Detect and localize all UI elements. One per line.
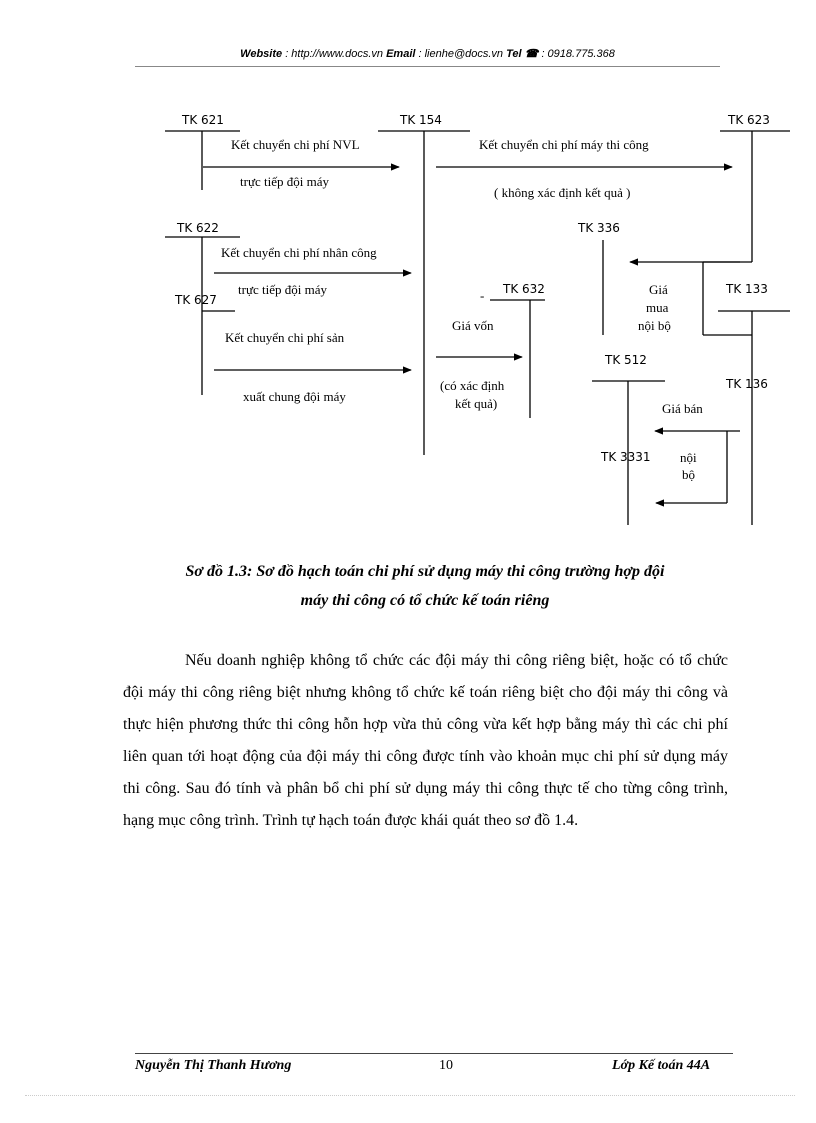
label-dash: -	[480, 288, 485, 303]
label-mtc-line2: ( không xác định kết quả )	[494, 185, 631, 200]
figure-caption-line1: Sơ đồ 1.3: Sơ đồ hạch toán chi phí sử dụ…	[185, 563, 665, 580]
label-sx-line1: Kết chuyển chi phí sản	[225, 330, 345, 345]
label-sx-line2: xuất chung đội máy	[243, 389, 346, 404]
label-co-xac-dinh-line1: (có xác định	[440, 378, 505, 393]
body-paragraph: Nếu doanh nghiệp không tổ chức các đội m…	[123, 652, 728, 829]
page-bottom-dotted-line	[25, 1095, 795, 1096]
tk154-label: TK 154	[400, 113, 442, 127]
website-value: : http://www.docs.vn	[285, 48, 384, 60]
tk336-label: TK 336	[578, 221, 620, 235]
label-nc-line1: Kết chuyển chi phí nhân công	[221, 245, 377, 260]
website-label: Website	[240, 48, 283, 60]
tk627-label: TK 627	[175, 293, 217, 307]
label-nvl-line1: Kết chuyển chi phí NVL	[231, 137, 360, 152]
footer-author: Nguyễn Thị Thanh Hương	[135, 1058, 292, 1073]
label-co-xac-dinh-line2: kết quả)	[455, 396, 498, 411]
label-mua: mua	[646, 300, 669, 315]
phone-icon: ☎	[524, 48, 539, 60]
tk3331-label: TK 3331	[601, 450, 651, 464]
footer-rule	[135, 1053, 733, 1054]
tel-label: Tel	[506, 48, 522, 60]
label-gia-ban: Giá bán	[662, 401, 703, 416]
accounting-diagram	[165, 130, 790, 525]
tk621-label: TK 621	[182, 113, 224, 127]
label-gia: Giá	[649, 282, 668, 297]
page-number: 10	[439, 1058, 453, 1073]
label-nvl-line2: trực tiếp đội máy	[240, 174, 329, 189]
label-nc-line2: trực tiếp đội máy	[238, 282, 327, 297]
footer-class: Lớp Kế toán 44A	[612, 1058, 711, 1073]
label-noi: nội	[680, 450, 697, 465]
tel-value: : 0918.775.368	[541, 48, 615, 60]
header-rule	[135, 66, 720, 67]
tk623-label: TK 623	[728, 113, 770, 127]
label-noi-bo: nội bộ	[638, 318, 671, 333]
email-value: : lienhe@docs.vn	[418, 48, 504, 60]
label-bo: bộ	[682, 467, 695, 482]
email-label: Email	[386, 48, 416, 60]
tk632-label: TK 632	[503, 282, 545, 296]
tk622-label: TK 622	[177, 221, 219, 235]
tk136-label: TK 136	[726, 377, 768, 391]
label-gia-von: Giá vốn	[452, 318, 494, 333]
tk512-label: TK 512	[605, 353, 647, 367]
page-header: Website : http://www.docs.vn Email : lie…	[135, 47, 720, 60]
label-mtc-line1: Kết chuyển chi phí máy thi công	[479, 137, 649, 152]
figure-caption-line2: máy thi công có tổ chức kế toán riêng	[300, 592, 550, 609]
tk133-label: TK 133	[726, 282, 768, 296]
